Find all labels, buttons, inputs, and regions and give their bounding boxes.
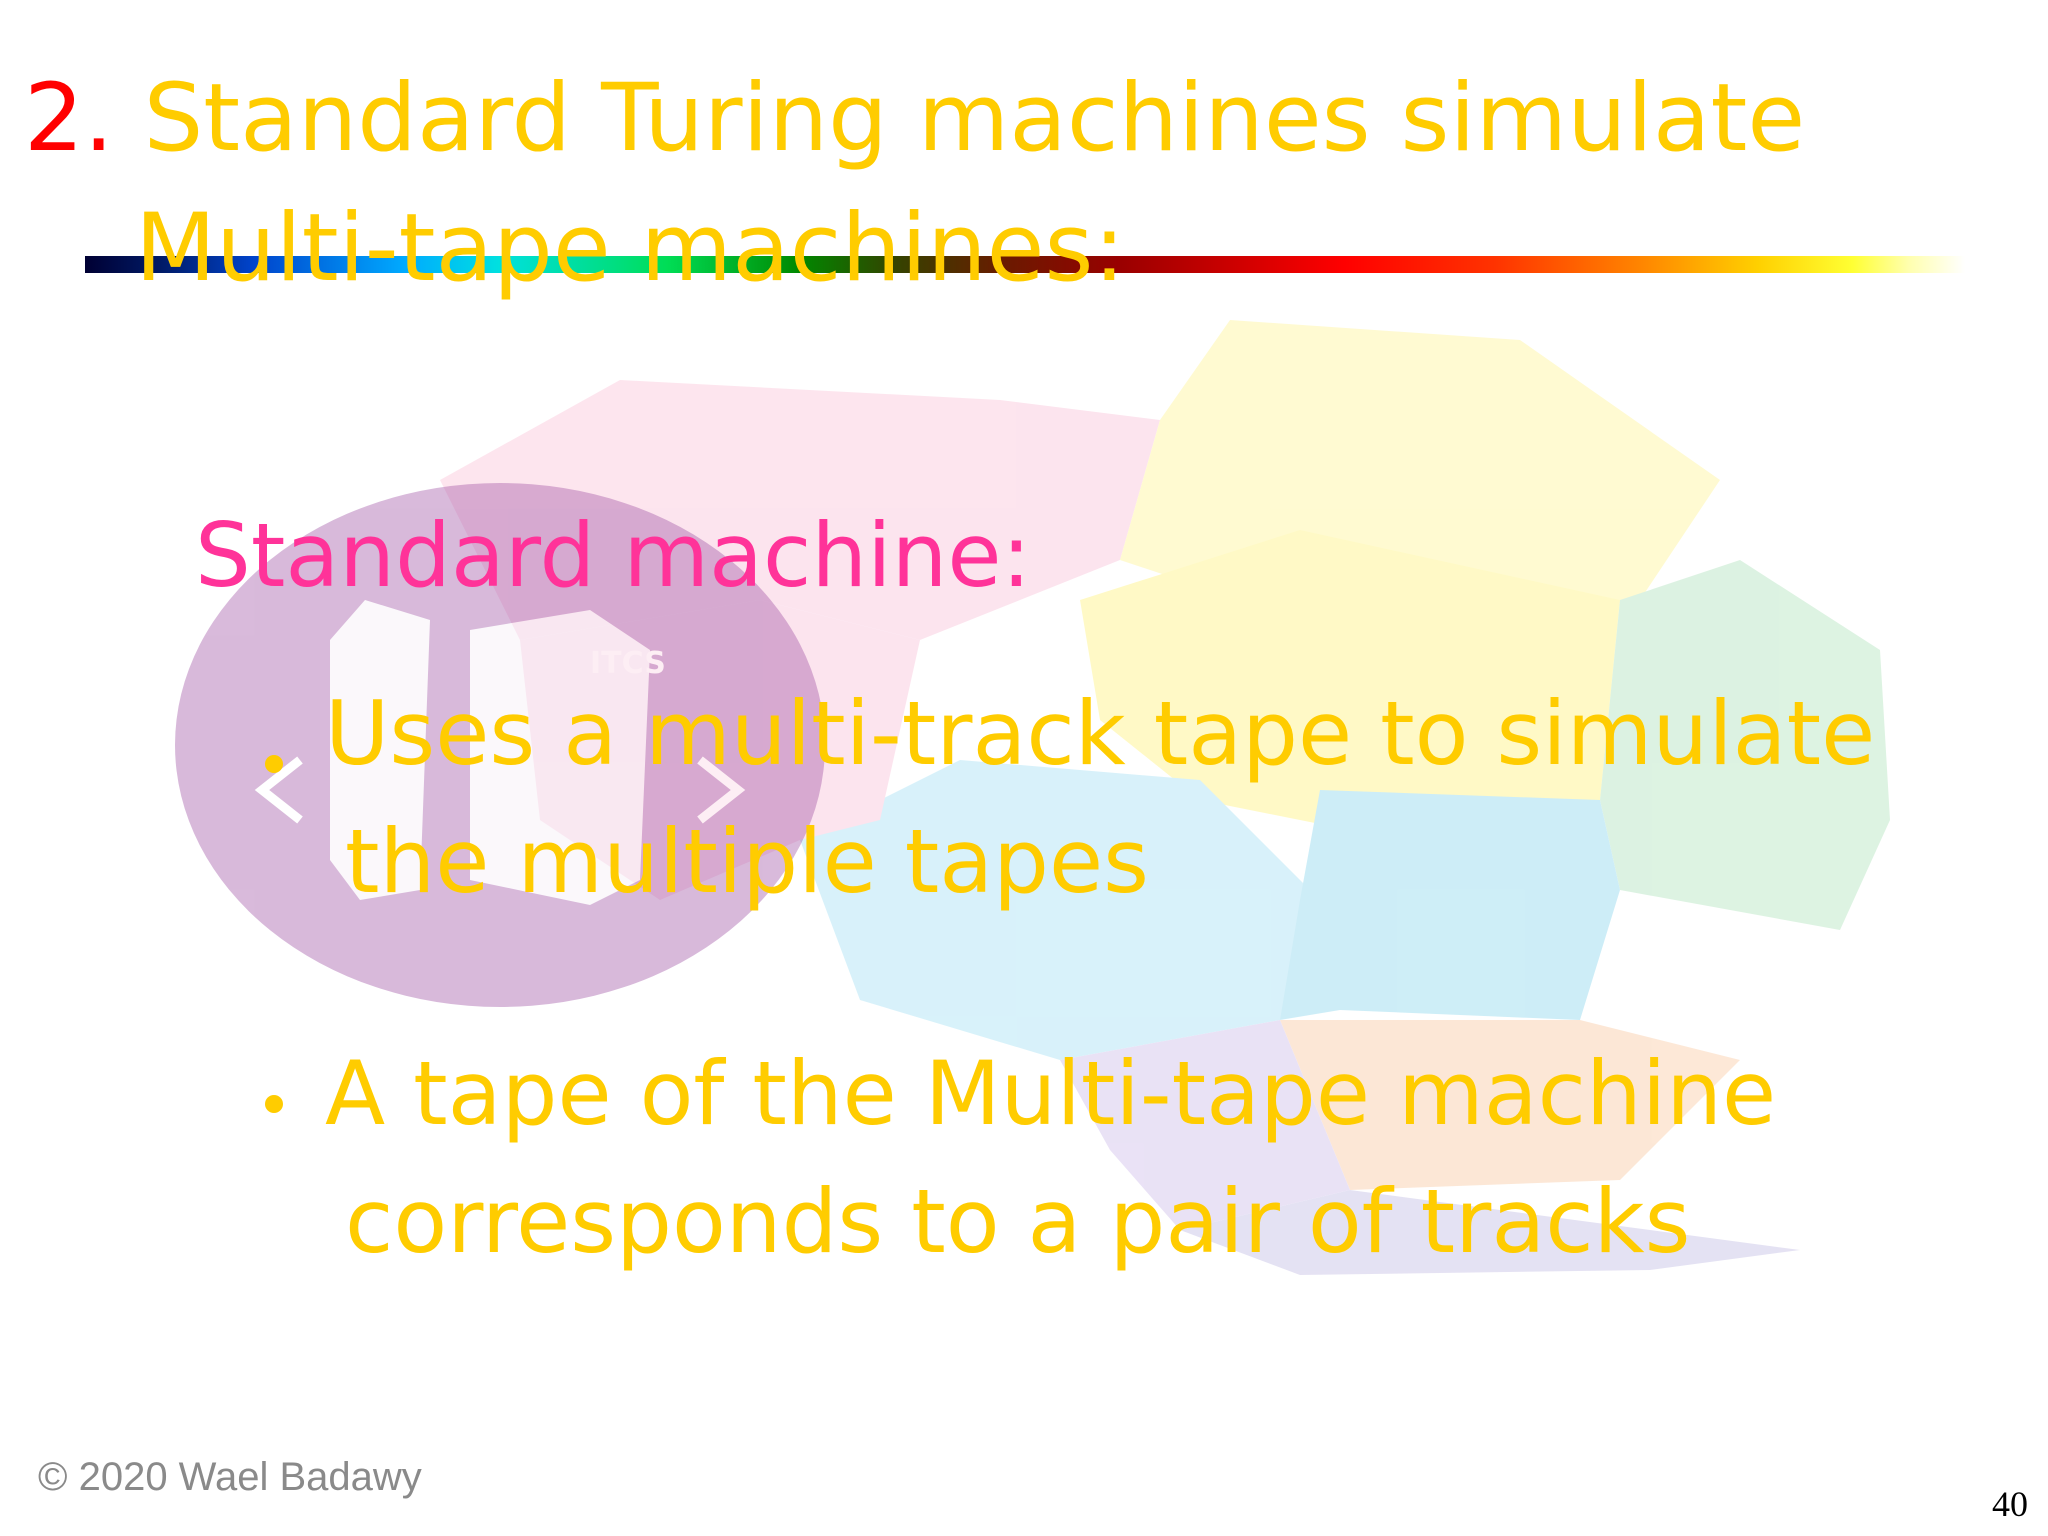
- title-number: 2.: [24, 64, 114, 173]
- title-text-line-1: Standard Turing machines simulate: [143, 64, 1806, 173]
- bullet-1-dot: [265, 755, 283, 773]
- page-number: 40: [1992, 1484, 2028, 1524]
- slide-title-line-2: Multi-tape machines:: [135, 194, 1126, 303]
- bullet-1-line-1: Uses a multi-track tape to simulate: [325, 682, 1876, 785]
- bullet-1-line-2: the multiple tapes: [345, 810, 1149, 913]
- watermark-logo-label: ITCS: [590, 646, 666, 681]
- bullet-2-line-2: corresponds to a pair of tracks: [345, 1170, 1691, 1273]
- section-subheading: Standard machine:: [195, 504, 1032, 607]
- title-divider-rule: [85, 256, 1965, 273]
- bullet-2-dot: [265, 1095, 283, 1113]
- slide-title-line-1: 2. Standard Turing machines simulate: [24, 72, 1805, 166]
- bullet-2-line-1: A tape of the Multi-tape machine: [325, 1042, 1777, 1145]
- copyright-footer: © 2020 Wael Badawy: [38, 1455, 422, 1499]
